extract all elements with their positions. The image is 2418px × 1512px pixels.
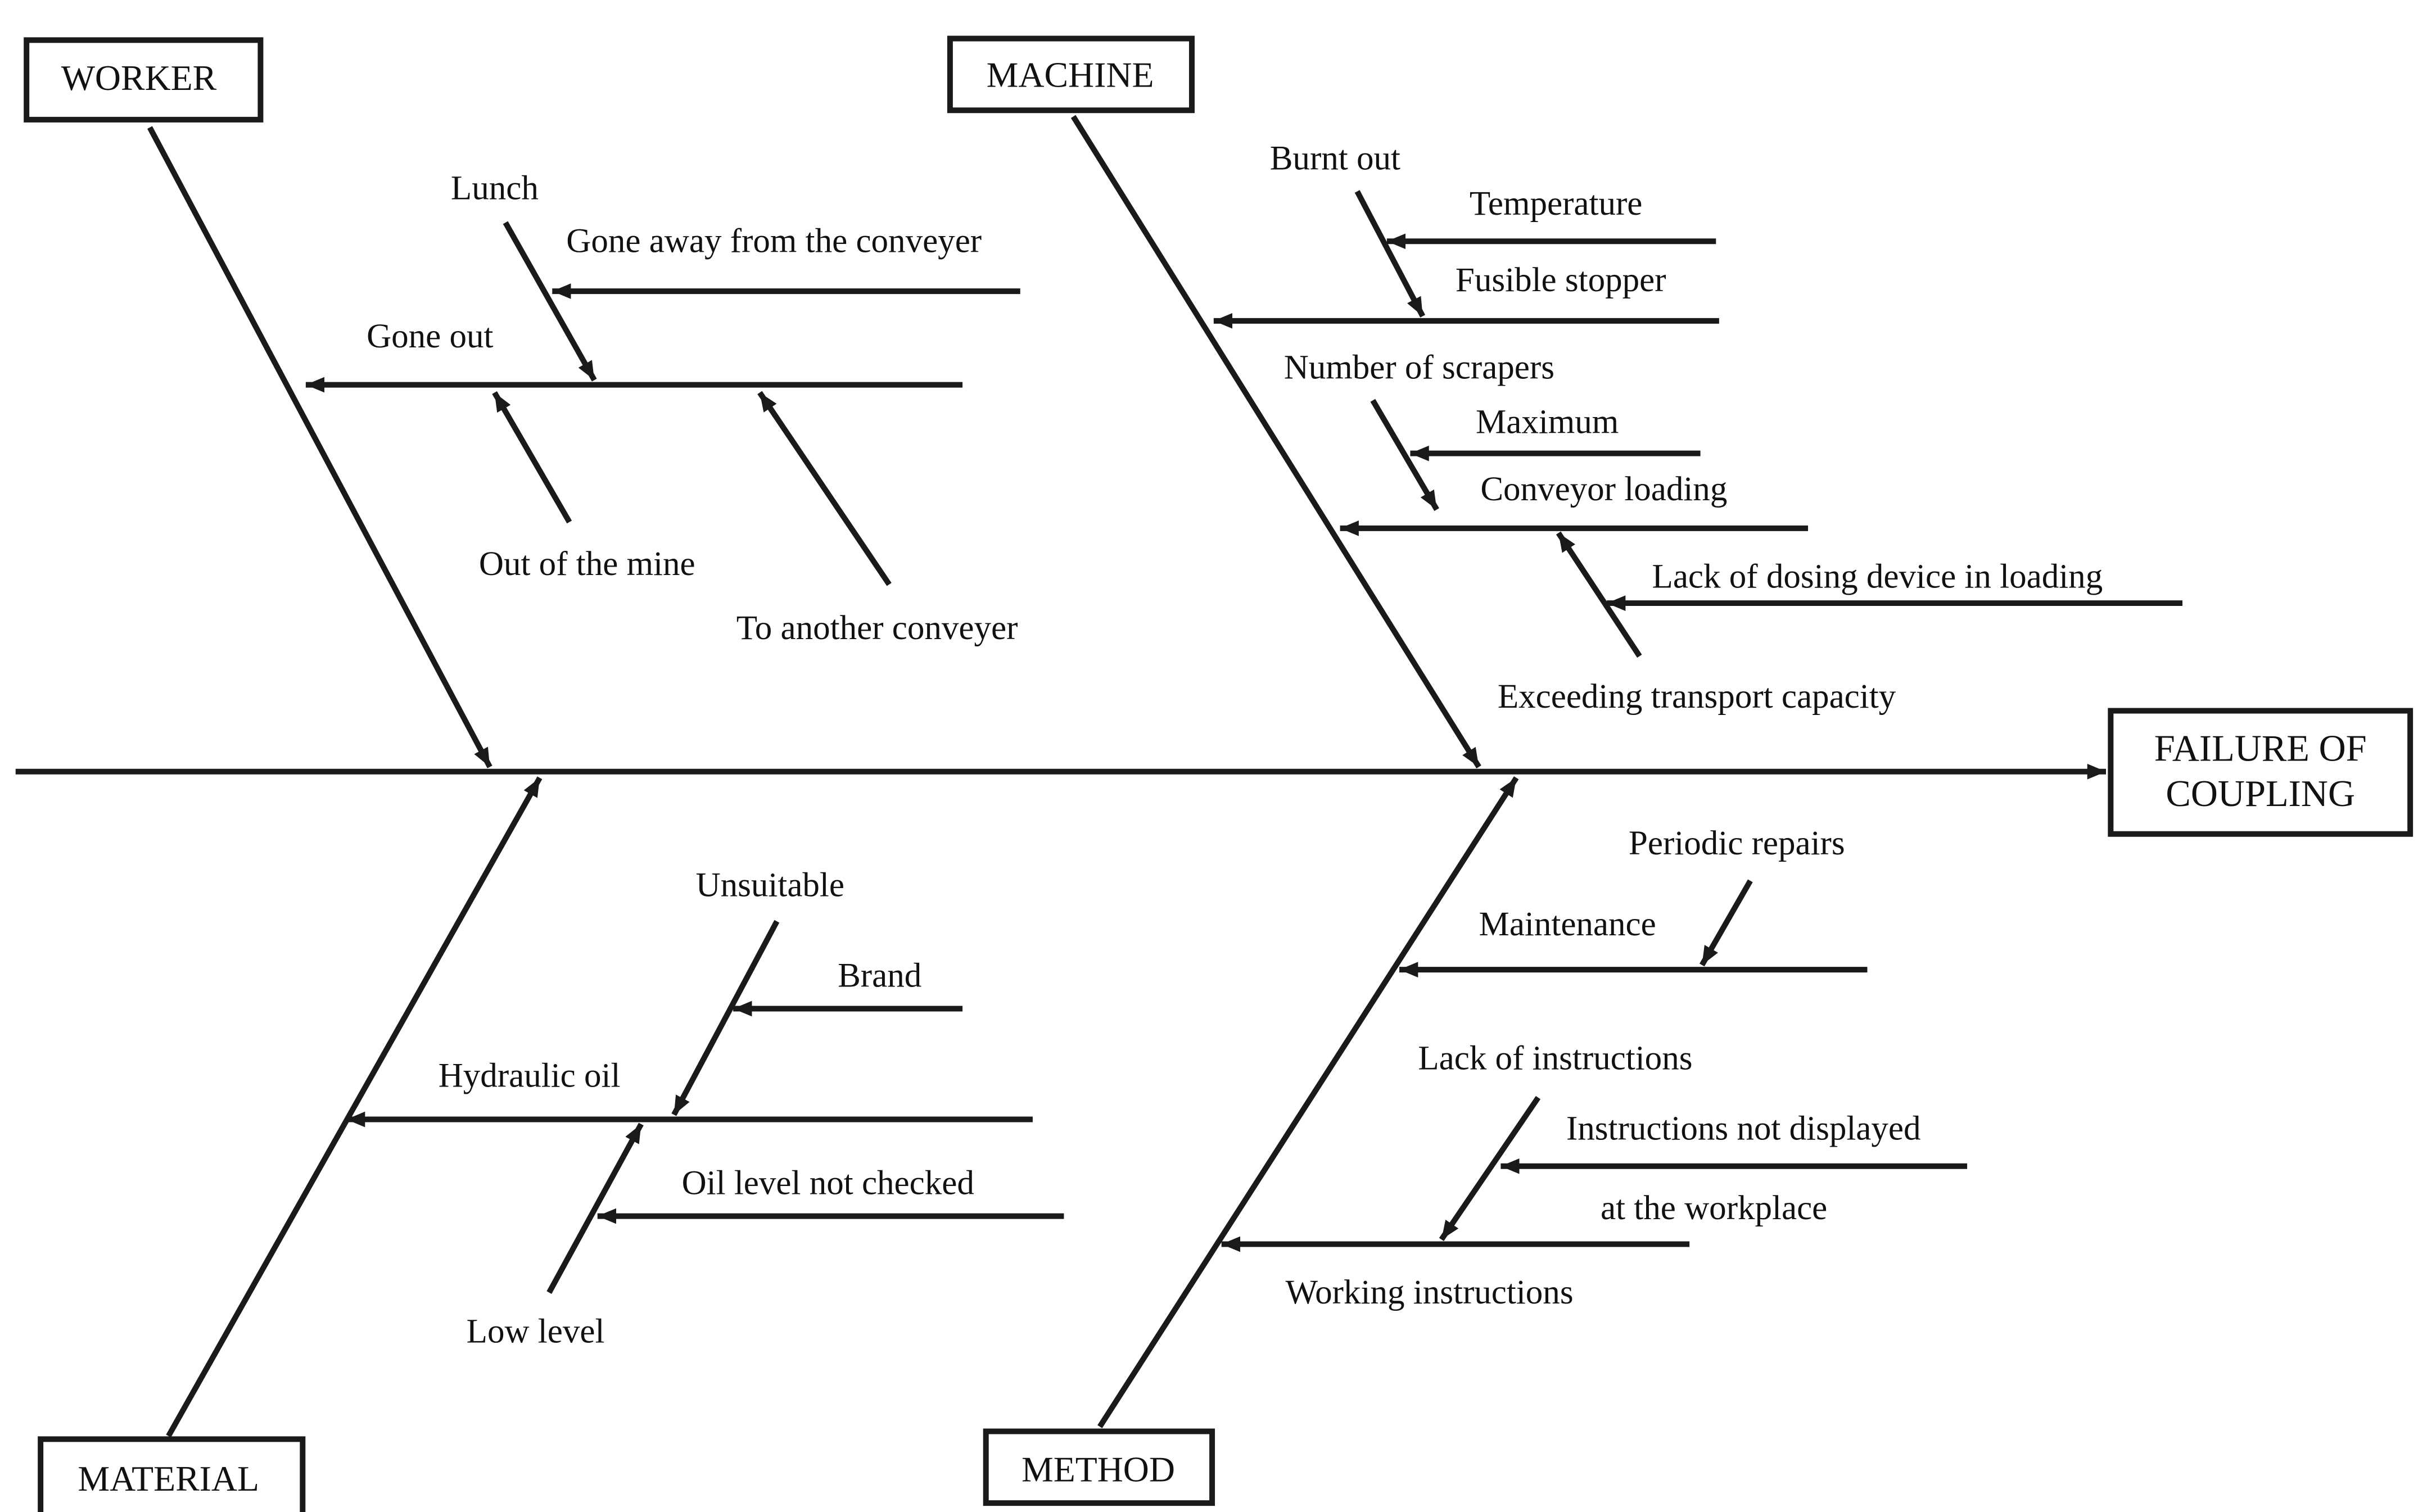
fusible-stopper-label: Fusible stopper xyxy=(1456,261,1666,299)
another-conveyer-line xyxy=(757,391,892,586)
effect-box: FAILURE OF COUPLING xyxy=(2108,708,2414,837)
low-level-line xyxy=(546,1122,644,1294)
machine-category-box: MACHINE xyxy=(947,35,1195,114)
brand-label: Brand xyxy=(838,957,921,995)
machine-category-label: MACHINE xyxy=(987,55,1154,95)
method-category-label: METHOD xyxy=(1022,1449,1175,1489)
number-of-scrapers-line xyxy=(1370,399,1439,511)
number-of-scrapers-label: Number of scrapers xyxy=(1284,348,1554,386)
maximum-label: Maximum xyxy=(1476,404,1619,441)
conveyor-loading-label: Conveyor loading xyxy=(1480,470,1727,508)
another-conveyer-label: To another conveyer xyxy=(736,609,1018,647)
at-workplace-label: at the workplace xyxy=(1601,1189,1827,1227)
burnt-out-label: Burnt out xyxy=(1270,140,1400,178)
material-bone xyxy=(166,776,543,1438)
effect-label-line2: COUPLING xyxy=(2166,773,2355,814)
lack-of-instructions-line xyxy=(1439,1095,1541,1242)
lunch-line xyxy=(503,221,597,382)
hydraulic-oil-label: Hydraulic oil xyxy=(439,1057,621,1094)
lunch-label: Lunch xyxy=(451,169,539,207)
gone-away-label: Gone away from the conveyer xyxy=(566,223,982,260)
unsuitable-line xyxy=(671,920,780,1116)
out-of-mine-label: Out of the mine xyxy=(479,545,695,583)
temperature-label: Temperature xyxy=(1470,185,1642,223)
material-category-label: MATERIAL xyxy=(78,1459,259,1499)
instructions-not-displayed-label: Instructions not displayed xyxy=(1566,1110,1921,1148)
periodic-repairs-label: Periodic repairs xyxy=(1629,825,1845,862)
material-category-box: MATERIAL xyxy=(38,1436,306,1512)
working-instructions-label: Working instructions xyxy=(1285,1274,1573,1311)
effect-label-line1: FAILURE OF xyxy=(2154,728,2367,769)
low-level-label: Low level xyxy=(467,1312,605,1350)
worker-category-label: WORKER xyxy=(61,58,217,98)
maintenance-label: Maintenance xyxy=(1479,906,1656,943)
unsuitable-label: Unsuitable xyxy=(696,867,844,904)
machine-bone xyxy=(1070,115,1481,769)
lack-of-instructions-label: Lack of instructions xyxy=(1418,1040,1692,1078)
exceeding-capacity-label: Exceeding transport capacity xyxy=(1498,678,1896,716)
oil-level-label: Oil level not checked xyxy=(682,1165,974,1202)
out-of-mine-line xyxy=(492,391,572,524)
worker-category-box: WORKER xyxy=(24,37,264,123)
gone-out-label: Gone out xyxy=(367,318,493,355)
exceeding-capacity-line xyxy=(1556,531,1642,658)
lack-dosing-label: Lack of dosing device in loading xyxy=(1652,558,2103,595)
worker-bone xyxy=(147,126,492,768)
method-category-box: METHOD xyxy=(983,1428,1215,1506)
periodic-repairs-line xyxy=(1700,879,1753,967)
burnt-out-line xyxy=(1354,190,1426,318)
method-bone xyxy=(1097,776,1519,1428)
